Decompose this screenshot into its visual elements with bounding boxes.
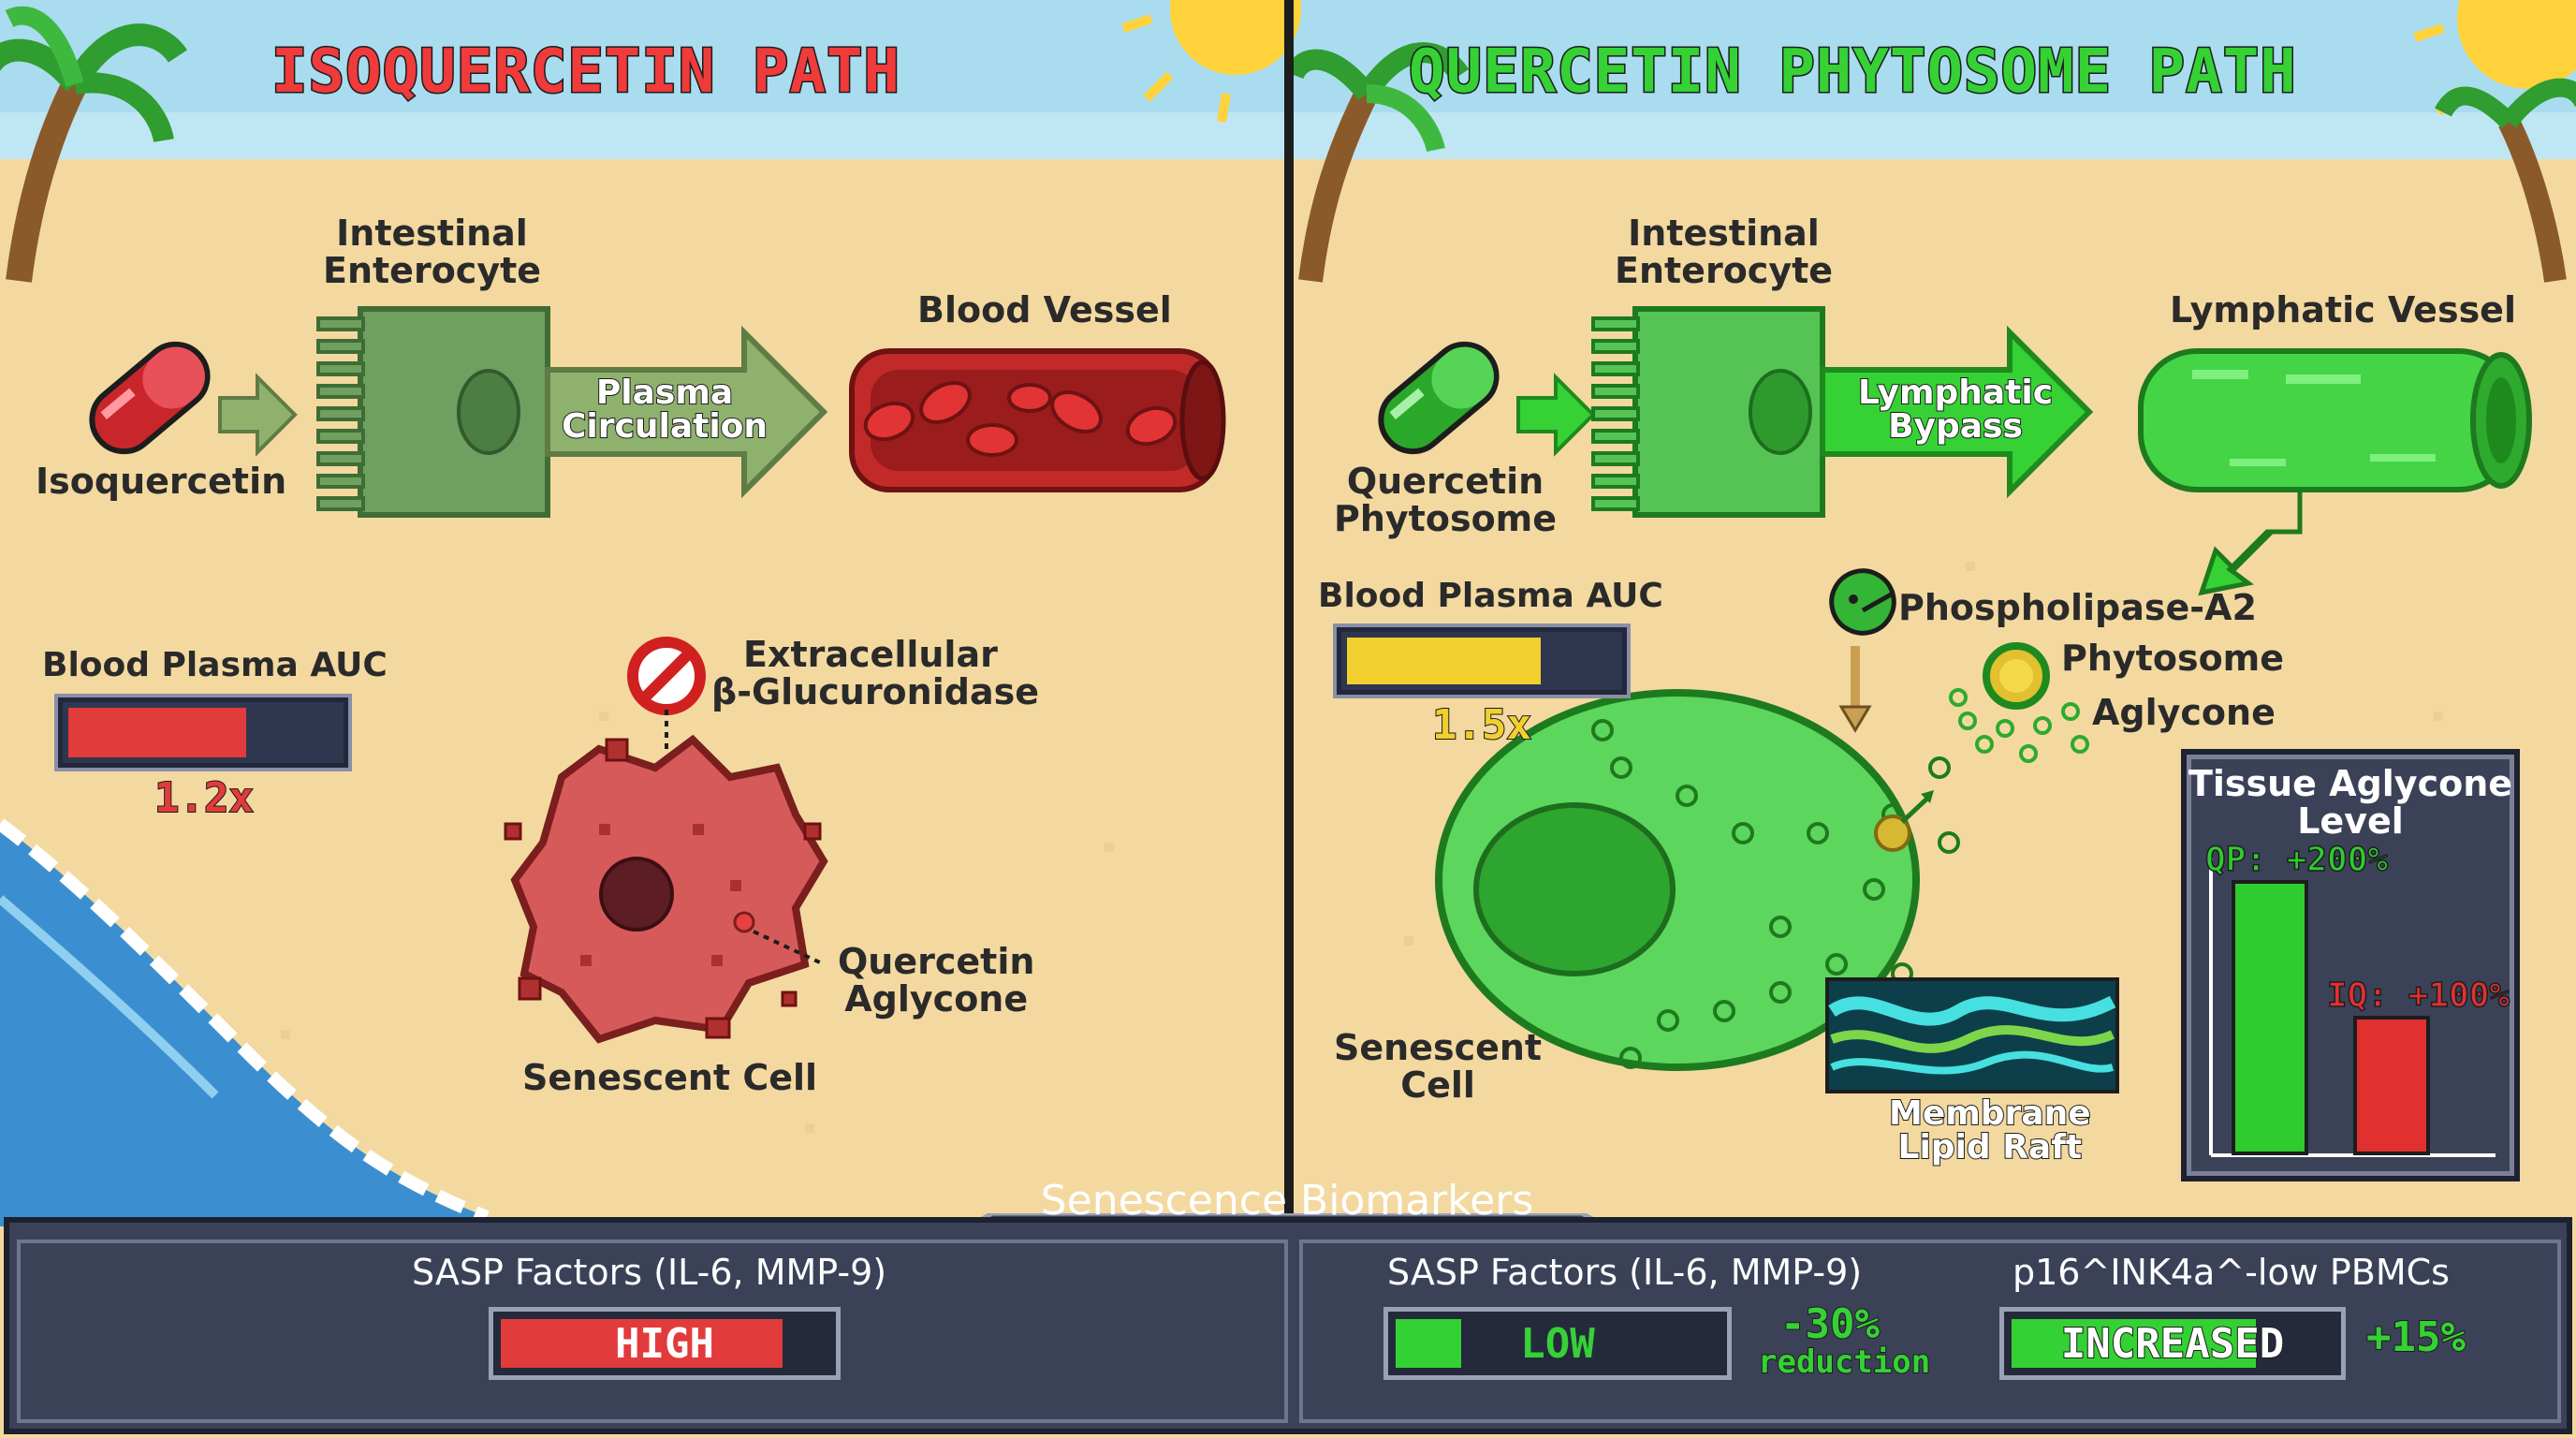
biomarkers-title: Senescence Biomarkers xyxy=(1040,1177,1534,1225)
glucuronidase-label-line1: Extracellular xyxy=(743,634,998,675)
membrane-lipid-raft-line1: Membrane xyxy=(1888,1094,2092,1133)
biomarkers-right-box xyxy=(1299,1240,2561,1423)
right-sasp-label: SASP Factors (IL-6, MMP-9) xyxy=(1387,1252,1863,1293)
right-pathway-graphics xyxy=(1378,306,2532,1093)
blood-vessel-label: Blood Vessel xyxy=(917,289,1172,330)
no-entry-icon xyxy=(627,637,706,749)
right-auc-bar-fill xyxy=(1347,638,1541,684)
right-senescent-cell-line1: Senescent xyxy=(1334,1027,1543,1068)
lymphatic-bypass-arrow xyxy=(1820,325,2094,499)
lymphatic-bypass-line1: Lymphatic xyxy=(1857,374,2054,412)
right-auc-value: 1.5x xyxy=(1431,701,1532,749)
small-arrow-icon-left xyxy=(218,373,298,457)
membrane-lipid-raft-label: Membrane Lipid Raft xyxy=(1888,1094,2092,1167)
left-enterocyte-label: Intestinal Enterocyte xyxy=(323,213,542,291)
right-enterocyte-label-line2: Enterocyte xyxy=(1615,249,1834,291)
left-auc-bar xyxy=(58,697,348,768)
right-sasp-fill xyxy=(1396,1319,1461,1368)
left-auc-value: 1.2x xyxy=(154,774,255,822)
right-sasp-delta: -30% xyxy=(1779,1300,1881,1348)
left-auc-bar-fill xyxy=(68,708,246,757)
quercetin-aglycone-line1: Quercetin xyxy=(838,941,1035,982)
right-auc-label: Blood Plasma AUC xyxy=(1318,577,1663,615)
membrane-lipid-raft-icon xyxy=(1825,977,2119,1093)
left-senescent-cell-label: Senescent Cell xyxy=(522,1057,818,1098)
phospholipase-icon xyxy=(1829,568,1896,733)
plasma-circulation-line2: Circulation xyxy=(561,407,768,446)
glucuronidase-label: Extracellular β-Glucuronidase xyxy=(711,634,1039,712)
left-panel-title: ISOQUERCETIN PATH xyxy=(270,37,901,109)
lymphatic-bypass-line2: Bypass xyxy=(1887,407,2024,446)
palm-tree-icon-right xyxy=(2435,78,2576,283)
right-auc-bar xyxy=(1337,627,1627,695)
left-sasp-fill xyxy=(501,1319,783,1368)
isoquercetin-capsule-icon xyxy=(89,341,211,455)
tissue-aglycone-chart: Tissue Aglycone Level QP: +200% IQ: +100% xyxy=(2181,749,2520,1181)
sun-icon-left xyxy=(1121,0,1301,123)
left-enterocyte-cell xyxy=(316,306,550,518)
membrane-lipid-raft-line2: Lipid Raft xyxy=(1897,1128,2084,1167)
right-senescent-cell-label: Senescent Cell xyxy=(1334,1027,1543,1106)
plasma-circulation-line1: Plasma xyxy=(595,374,734,412)
palm-tree-icon-mid xyxy=(1283,42,1470,283)
left-sasp-status: HIGH xyxy=(615,1319,714,1368)
phospholipase-label: Phospholipase-A2 xyxy=(1898,587,2257,628)
left-senescent-cell xyxy=(504,734,828,1044)
quercetin-phytosome-line1: Quercetin xyxy=(1346,461,1544,502)
quercetin-aglycone-label: Quercetin Aglycone xyxy=(838,941,1035,1020)
right-sasp-status-bar: LOW xyxy=(1383,1307,1732,1380)
isoquercetin-label: Isoquercetin xyxy=(36,461,287,502)
p16-fill xyxy=(2012,1319,2256,1368)
glucuronidase-label-line2: β-Glucuronidase xyxy=(711,670,1039,712)
plasma-circulation-arrow xyxy=(545,325,828,499)
right-sasp-delta-note: reduction xyxy=(1757,1343,1931,1381)
tissue-chart-title: Tissue Aglycone Level xyxy=(2187,763,2514,842)
plasma-circulation-label: Plasma Circulation xyxy=(561,374,768,446)
left-sasp-status-bar: HIGH xyxy=(489,1307,841,1380)
quercetin-aglycone-line2: Aglycone xyxy=(844,977,1029,1020)
tissue-chart-title-line1: Tissue Aglycone xyxy=(2188,763,2513,804)
lymphatic-bypass-label: Lymphatic Bypass xyxy=(1857,374,2054,446)
palm-tree-icon-left xyxy=(0,6,187,283)
tissue-chart-title-line2: Level xyxy=(2297,800,2404,842)
left-enterocyte-label-line1: Intestinal xyxy=(336,213,528,254)
left-enterocyte-label-line2: Enterocyte xyxy=(323,249,542,291)
phytosome-capsule-icon xyxy=(1378,341,1500,455)
right-panel-title: QUERCETIN PHYTOSOME PATH xyxy=(1408,37,2298,109)
quercetin-phytosome-label: Quercetin Phytosome xyxy=(1334,461,1558,539)
left-auc-label: Blood Plasma AUC xyxy=(42,646,388,684)
biomarkers-left-box xyxy=(17,1240,1288,1423)
lymphatic-vessel-icon xyxy=(2138,348,2532,596)
right-enterocyte-label-line1: Intestinal xyxy=(1628,213,1820,254)
left-sasp-label: SASP Factors (IL-6, MMP-9) xyxy=(412,1252,887,1293)
right-enterocyte-cell xyxy=(1591,306,1825,518)
right-enterocyte-label: Intestinal Enterocyte xyxy=(1615,213,1834,291)
p16-label: p16^INK4a^-low PBMCs xyxy=(2012,1252,2450,1293)
blood-vessel-icon xyxy=(849,348,1226,492)
p16-delta: +15% xyxy=(2365,1313,2466,1361)
right-senescent-cell-line2: Cell xyxy=(1400,1064,1475,1106)
tissue-bar-1 xyxy=(2353,1016,2430,1155)
p16-status: INCREASED xyxy=(2060,1319,2285,1369)
left-pathway-graphics xyxy=(89,306,1226,1044)
aglycone-label: Aglycone xyxy=(2092,692,2276,733)
lymphatic-vessel-label: Lymphatic Vessel xyxy=(2170,289,2516,330)
tissue-bar-0 xyxy=(2232,880,2308,1155)
tissue-chart-plot: QP: +200% IQ: +100% xyxy=(2204,840,2510,1157)
p16-status-bar: INCREASED xyxy=(1999,1307,2346,1380)
phytosome-particle-icon xyxy=(1949,642,2089,763)
right-senescent-cell xyxy=(1435,689,1960,1071)
tissue-bar-label-1: IQ: +100% xyxy=(2327,976,2510,1015)
tissue-bar-label-0: QP: +200% xyxy=(2205,841,2388,879)
small-arrow-icon-right xyxy=(1516,373,1596,457)
panel-divider xyxy=(1284,0,1294,1226)
quercetin-phytosome-line2: Phytosome xyxy=(1334,497,1558,539)
phytosome-label: Phytosome xyxy=(2061,638,2285,679)
right-sasp-status: LOW xyxy=(1520,1319,1595,1368)
sea xyxy=(0,824,487,1226)
